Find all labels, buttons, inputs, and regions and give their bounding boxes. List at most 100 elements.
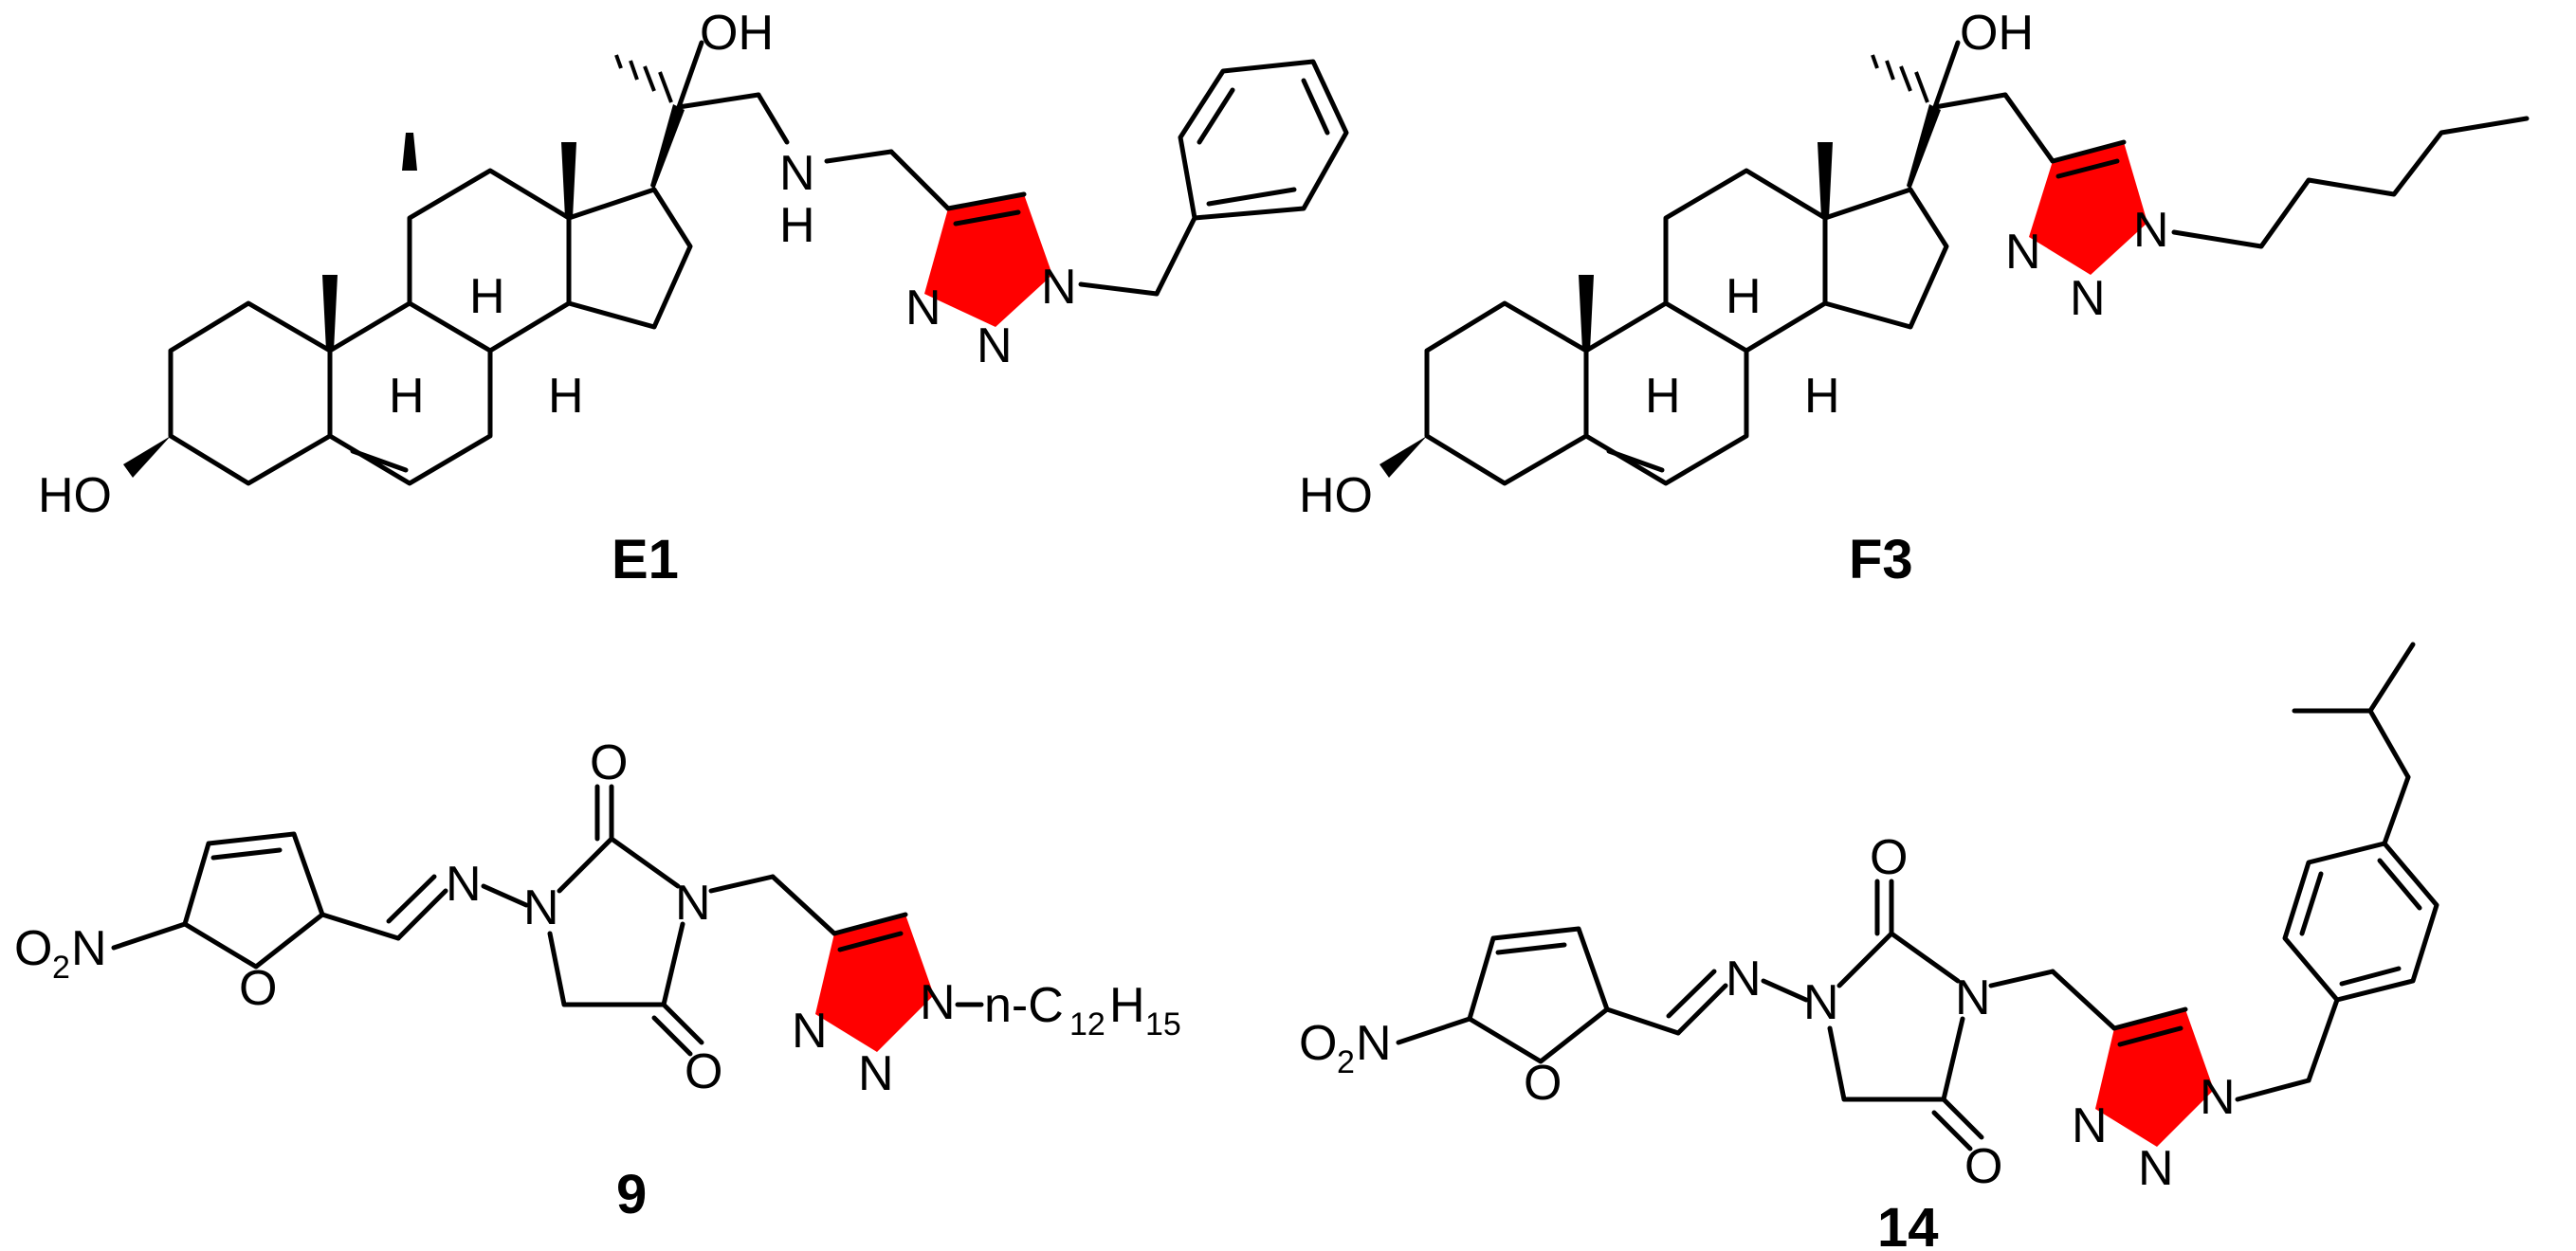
c14-triazole-bond xyxy=(2111,1006,2188,1031)
c9-bond xyxy=(111,921,188,951)
e1-nh-h: H xyxy=(779,198,815,253)
f3-ring-d xyxy=(1822,187,1949,330)
e1-hash xyxy=(629,60,639,81)
structure-E1: HO OH N H N N N H H H E1 xyxy=(38,6,1349,590)
f3-pentyl-chain xyxy=(2171,116,2530,249)
e1-ring-c xyxy=(407,168,572,354)
c9-triazole-n1: N xyxy=(792,1004,828,1059)
f3-triazole-n1: N xyxy=(2005,225,2041,280)
c14-triazole-n3: N xyxy=(2200,1070,2236,1125)
e1-benzene xyxy=(1178,59,1349,221)
c9-furan xyxy=(182,831,325,970)
f3-ring-b xyxy=(1583,300,1749,486)
e1-hash xyxy=(614,54,623,69)
c14-triazole-n2: N xyxy=(2138,1141,2174,1196)
f3-double-bond xyxy=(1606,448,1665,473)
e1-bond-ph xyxy=(1154,215,1197,297)
c9-chain-sub12: 12 xyxy=(1069,1006,1105,1042)
c14-benzene-double xyxy=(2299,871,2324,936)
e1-bond-triazole xyxy=(888,149,951,211)
c9-o-bottom: O xyxy=(685,1044,722,1099)
structure-14: O 2 N O N N O N O N N N xyxy=(1299,642,2439,1251)
c14-o-bottom: O xyxy=(1964,1139,2002,1194)
f3-triazole-double xyxy=(2055,158,2120,179)
c9-imine-double xyxy=(386,874,437,924)
c9-imine xyxy=(395,888,448,941)
f3-sidechain-wedge xyxy=(1907,104,1941,190)
c9-chain-h: H xyxy=(1109,978,1145,1033)
e1-benzene-double xyxy=(1206,187,1297,207)
f3-h-label: H xyxy=(1804,369,1840,424)
c14-bond xyxy=(2367,708,2411,780)
e1-ring-b xyxy=(327,300,493,486)
c14-bond xyxy=(2367,642,2416,714)
c14-bond xyxy=(2382,774,2411,846)
f3-methyl-wedge xyxy=(1579,275,1594,351)
f3-hash xyxy=(1885,60,1895,81)
e1-hash xyxy=(643,65,656,92)
c9-triazole-n3: N xyxy=(920,975,956,1030)
c9-triazole-n2: N xyxy=(858,1046,894,1101)
f3-triazole-bond xyxy=(2050,139,2127,164)
c9-chain-sub15: 15 xyxy=(1145,1006,1181,1042)
c9-chain-prefix: n-C xyxy=(984,978,1064,1033)
structure-9: O 2 N O N N O N O N N N n-C 12 H 15 9 xyxy=(14,735,1181,1225)
c14-bond xyxy=(1604,1006,1681,1036)
structure-F3: HO OH N N N H H H F3 xyxy=(1299,6,2530,590)
c14-imine-double xyxy=(1666,969,1717,1019)
c9-bond xyxy=(481,883,529,908)
e1-oh-label: OH xyxy=(700,6,774,61)
c14-ring-n1: N xyxy=(1803,975,1839,1030)
c9-bond xyxy=(708,874,776,894)
e1-ho-wedge xyxy=(123,436,171,478)
c14-hydantoin xyxy=(1836,931,1961,988)
c9-hydantoin-base xyxy=(547,921,685,1007)
f3-h-label: H xyxy=(1645,369,1681,424)
c14-o-top: O xyxy=(1870,830,1908,885)
e1-triazole-n1: N xyxy=(905,281,941,335)
c14-o2n-n: N xyxy=(1356,1016,1392,1071)
e1-bond-ch2n xyxy=(824,149,894,164)
e1-double-bond xyxy=(350,448,409,473)
e1-bond-n xyxy=(756,92,790,145)
e1-ring-d xyxy=(566,187,693,330)
c14-benzene-double xyxy=(2339,966,2402,987)
c9-furan-double xyxy=(210,847,283,861)
c14-bond xyxy=(1988,969,2055,988)
f3-triazole-n3: N xyxy=(2133,203,2169,258)
c14-imine-n: N xyxy=(1726,952,1762,1006)
compound-label-9: 9 xyxy=(616,1164,647,1225)
f3-hash xyxy=(1871,54,1879,69)
c14-o2n-sub: 2 xyxy=(1337,1044,1355,1080)
e1-ho-label: HO xyxy=(38,468,112,523)
c14-furan-o: O xyxy=(1524,1056,1562,1111)
e1-h-label: H xyxy=(469,269,505,324)
c9-co2 xyxy=(661,1002,704,1045)
c14-furan xyxy=(1467,926,1610,1064)
compound-label-E1: E1 xyxy=(612,529,679,590)
c9-furan-o: O xyxy=(239,961,277,1016)
f3-triazole-ring xyxy=(2029,142,2147,275)
f3-ring-a xyxy=(1424,300,1589,486)
c9-triazole-double xyxy=(837,931,904,952)
f3-triazole-n2: N xyxy=(2070,271,2106,326)
c9-ring-n1: N xyxy=(523,880,559,935)
c9-co2-double xyxy=(651,1015,693,1057)
e1-sidechain-wedge xyxy=(650,104,685,190)
c14-bond xyxy=(2235,1078,2311,1102)
e1-bond-oh xyxy=(676,40,704,110)
f3-bond-triazole xyxy=(2002,92,2055,164)
c14-o2n-o: O xyxy=(1299,1016,1337,1071)
f3-methyl-wedge xyxy=(1818,142,1833,218)
c14-imine xyxy=(1675,983,1728,1036)
f3-bond-oh xyxy=(1932,40,1961,110)
e1-ring-a xyxy=(168,300,333,486)
compound-label-F3: F3 xyxy=(1849,529,1913,590)
c14-hydantoin-base xyxy=(1827,1016,1965,1102)
e1-h-label: H xyxy=(548,369,584,424)
c9-hydantoin xyxy=(557,836,681,894)
c14-bond xyxy=(1761,978,1809,1003)
compound-label-14: 14 xyxy=(1877,1197,1939,1246)
e1-methyl-wedge-1 xyxy=(402,133,417,171)
